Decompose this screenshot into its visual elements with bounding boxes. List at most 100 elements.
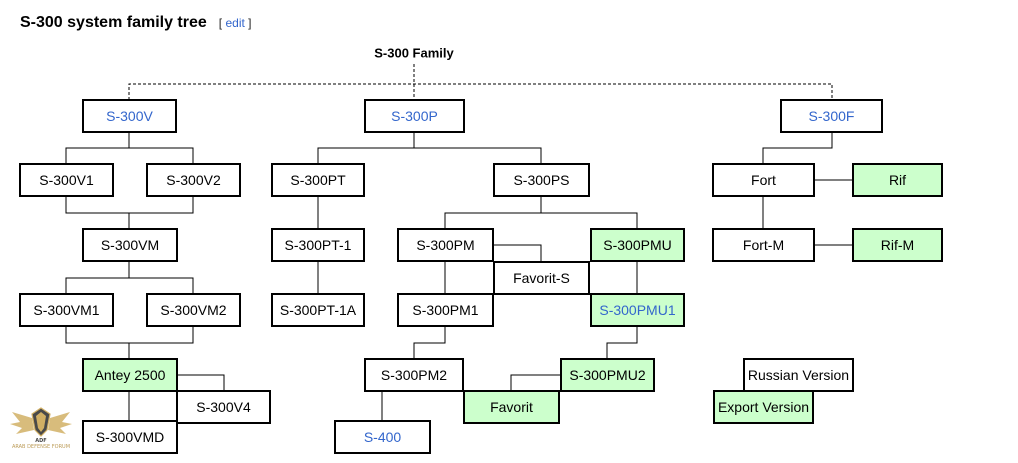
tree-node-s300pmu: S-300PMU [590, 228, 685, 262]
node-box-s300vm [82, 228, 178, 262]
tree-root: S-300 Family [374, 46, 454, 61]
root-label: S-300 Family [374, 46, 454, 61]
connector-s300v-children [65, 147, 194, 164]
tree-node-s300vmd: S-300VMD [82, 420, 178, 454]
connector-pm-to-favorits [493, 244, 542, 262]
node-label-s300pmu1[interactable]: S-300PMU1 [599, 302, 675, 318]
connector-antey-to-v4 [177, 374, 225, 391]
tree-node-s300pmu1[interactable]: S-300PMU1 [590, 293, 685, 327]
node-box-s300v2 [146, 163, 241, 197]
node-box-favorit [463, 390, 560, 424]
tree-node-legend-russian: Russian Version [743, 358, 854, 392]
connector-v1v2-join [65, 196, 194, 214]
tree-node-s300vm1: S-300VM1 [19, 293, 114, 327]
edit-bracket-close: ] [248, 16, 252, 30]
tree-node-antey2500: Antey 2500 [82, 358, 178, 392]
node-label-s300p[interactable]: S-300P [391, 108, 438, 124]
node-label-legend-export: Export Version [718, 399, 809, 415]
connector-root-branch [128, 83, 833, 100]
connector-pmu2-to-favorit [510, 374, 561, 391]
edit-section-link-wrapper: [ edit ] [219, 16, 252, 30]
node-label-s300pmu2: S-300PMU2 [569, 367, 645, 383]
svg-text:ADF: ADF [35, 438, 46, 444]
node-box-s300v1 [19, 163, 114, 197]
node-box-favorits [493, 261, 590, 295]
section-header: S-300 system family tree [ edit ] [20, 14, 252, 38]
node-label-s300v1: S-300V1 [39, 172, 94, 188]
node-label-fort: Fort [751, 172, 776, 188]
node-label-s300f[interactable]: S-300F [809, 108, 855, 124]
tree-node-s300ps: S-300PS [493, 163, 590, 197]
tree-node-s300pt: S-300PT [271, 163, 365, 197]
tree-nodes: S-300V S-300P S-300F S-300V1 S-300V2 S-300PT S… [19, 99, 943, 454]
tree-node-s400[interactable]: S-400 [334, 420, 431, 454]
connector-s300f-to-fort [762, 132, 833, 164]
node-label-legend-russian: Russian Version [748, 367, 849, 383]
node-box-s300v4 [176, 390, 271, 424]
node-box-antey2500 [82, 358, 178, 392]
node-label-rifm: Rif-M [881, 237, 914, 253]
node-label-s300v[interactable]: S-300V [106, 108, 153, 124]
node-box-s300vm1 [19, 293, 114, 327]
tree-node-rifm: Rif-M [852, 228, 943, 262]
connector-s300p-children [317, 147, 542, 164]
page-title: S-300 system family tree [20, 14, 207, 31]
node-box-s300v[interactable] [82, 99, 177, 133]
node-box-s300p[interactable] [364, 99, 465, 133]
connector-pm1-to-pm2 [413, 326, 446, 359]
node-label-fortm: Fort-M [743, 237, 784, 253]
node-box-s400[interactable] [334, 420, 431, 454]
edit-link[interactable]: edit [225, 16, 245, 30]
node-label-s300vm1: S-300VM1 [33, 302, 99, 318]
node-label-s300pt1a: S-300PT-1A [280, 302, 357, 318]
tree-node-s300v[interactable]: S-300V [82, 99, 177, 133]
node-box-legend-russian [743, 358, 854, 392]
node-label-s300pmu: S-300PMU [603, 237, 671, 253]
tree-connectors [65, 64, 853, 421]
tree-node-fort: Fort [712, 163, 815, 197]
tree-node-s300pt1: S-300PT-1 [271, 228, 365, 262]
tree-node-s300pmu2: S-300PMU2 [560, 358, 655, 392]
tree-node-favorits: Favorit-S [493, 261, 590, 295]
node-label-s300v2: S-300V2 [166, 172, 221, 188]
node-box-s300pmu1[interactable] [590, 293, 685, 327]
forum-watermark-logo: ADF ARAB DEFENSE FORUM [6, 404, 76, 460]
node-label-rif: Rif [889, 172, 906, 188]
node-label-s300pm1: S-300PM1 [412, 302, 478, 318]
node-box-s300pm [397, 228, 494, 262]
node-label-s300pm: S-300PM [416, 237, 474, 253]
node-label-s300pt1: S-300PT-1 [285, 237, 352, 253]
node-box-legend-export [713, 390, 814, 424]
node-label-s300pt: S-300PT [290, 172, 346, 188]
node-label-s400[interactable]: S-400 [364, 429, 402, 445]
node-label-antey2500: Antey 2500 [95, 367, 166, 383]
watermark-text: ARAB DEFENSE FORUM [11, 444, 71, 450]
tree-node-rif: Rif [852, 163, 943, 197]
tree-node-s300pt1a: S-300PT-1A [271, 293, 365, 327]
node-label-s300vm2: S-300VM2 [160, 302, 226, 318]
node-label-favorits: Favorit-S [513, 270, 570, 286]
node-label-s300ps: S-300PS [513, 172, 569, 188]
connector-s300ps-children [444, 212, 638, 229]
connector-pmu1-to-pmu2 [606, 326, 638, 359]
tree-node-s300f[interactable]: S-300F [780, 99, 883, 133]
node-box-s300pmu [590, 228, 685, 262]
node-label-s300vm: S-300VM [101, 237, 159, 253]
tree-node-fortm: Fort-M [712, 228, 815, 262]
node-box-s300pt [271, 163, 365, 197]
node-box-s300pm2 [364, 358, 464, 392]
node-label-s300vmd: S-300VMD [96, 429, 164, 445]
node-box-fortm [712, 228, 815, 262]
node-box-rifm [852, 228, 943, 262]
tree-node-s300p[interactable]: S-300P [364, 99, 465, 133]
tree-node-favorit: Favorit [463, 390, 560, 424]
tree-node-s300vm: S-300VM [82, 228, 178, 262]
node-box-rif [852, 163, 943, 197]
node-box-s300ps [493, 163, 590, 197]
node-box-s300pmu2 [560, 358, 655, 392]
eagle-emblem-icon: ADF [10, 407, 72, 444]
tree-node-s300v2: S-300V2 [146, 163, 241, 197]
node-box-s300f[interactable] [780, 99, 883, 133]
